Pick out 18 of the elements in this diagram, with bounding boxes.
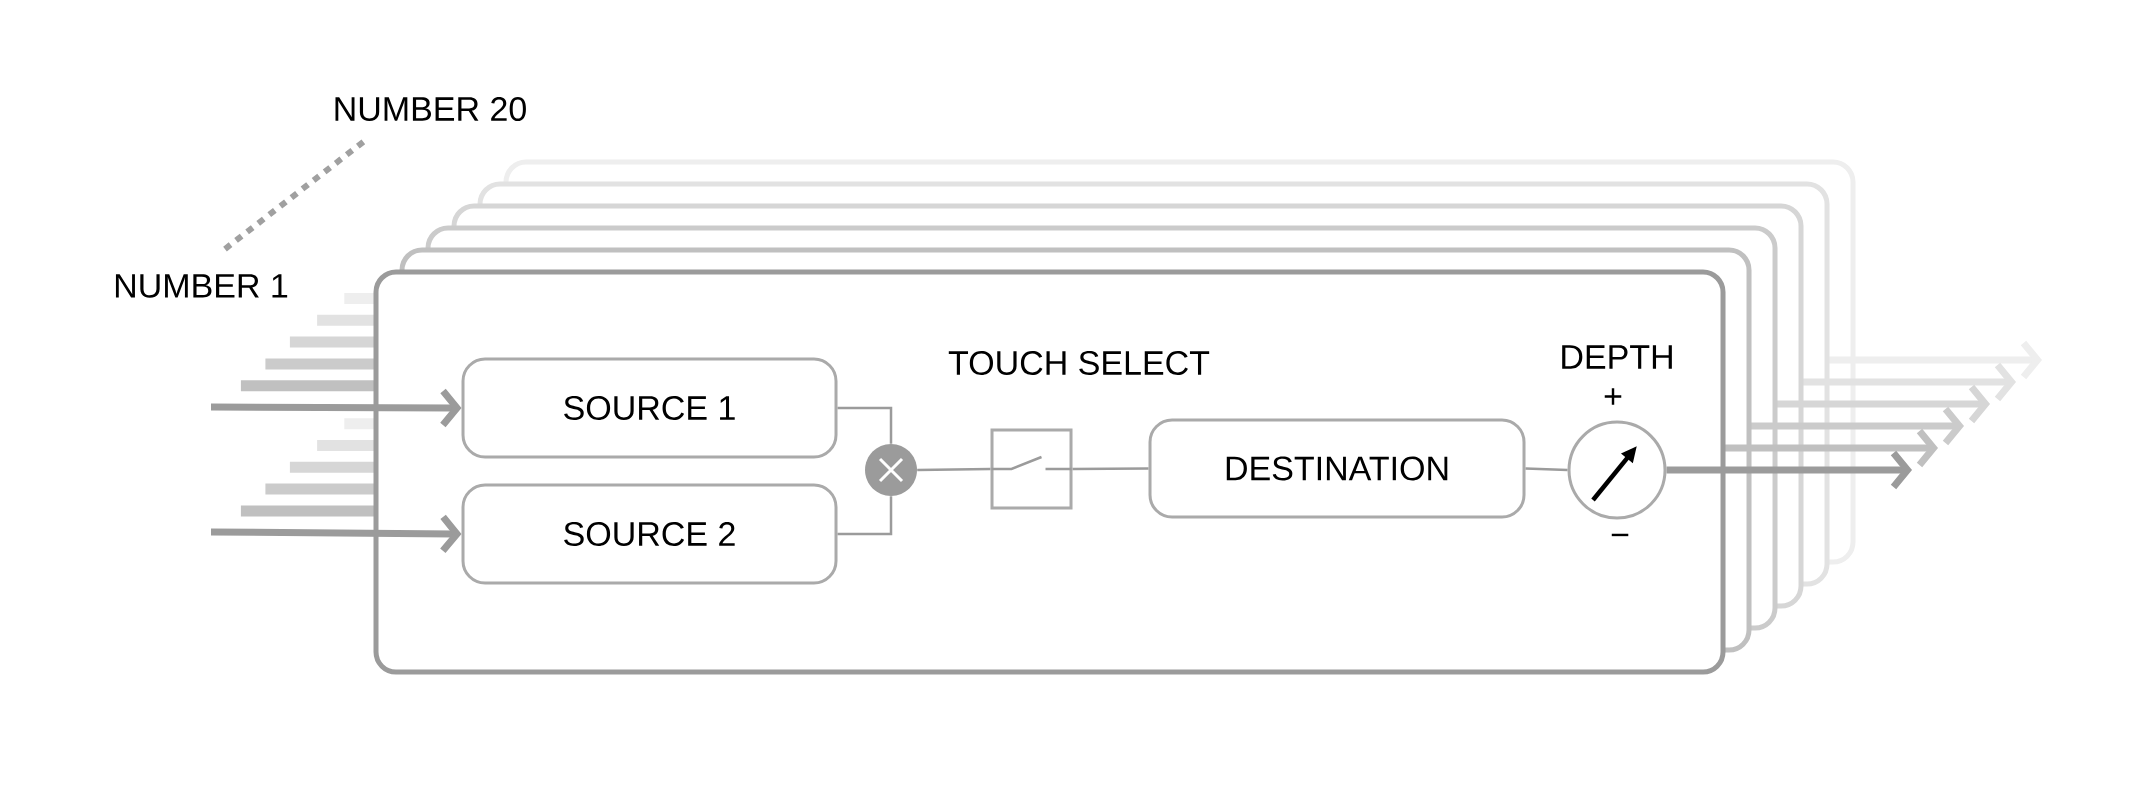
connector-line (837, 406, 893, 444)
connector-line (837, 496, 893, 536)
minus-sign: − (1611, 533, 1629, 537)
stack-label: NUMBER 20 (335, 96, 526, 122)
connector-line (1072, 467, 1149, 471)
depth-gauge (1567, 420, 1667, 520)
plus-sign: + (1604, 388, 1622, 405)
gauge-label: DEPTH (1562, 345, 1672, 369)
source-box: SOURCE 1 (461, 357, 838, 459)
stack-label: NUMBER 1 (115, 274, 288, 298)
connector-line (917, 467, 991, 472)
switch-label: TOUCH SELECT (948, 350, 1210, 376)
switch-box (990, 428, 1073, 510)
destination-box: DESTINATION (1148, 418, 1526, 519)
connector-line (1525, 467, 1568, 472)
arrow (1666, 450, 1912, 490)
source-box: SOURCE 2 (461, 483, 838, 585)
multiplier-symbol (865, 444, 917, 496)
